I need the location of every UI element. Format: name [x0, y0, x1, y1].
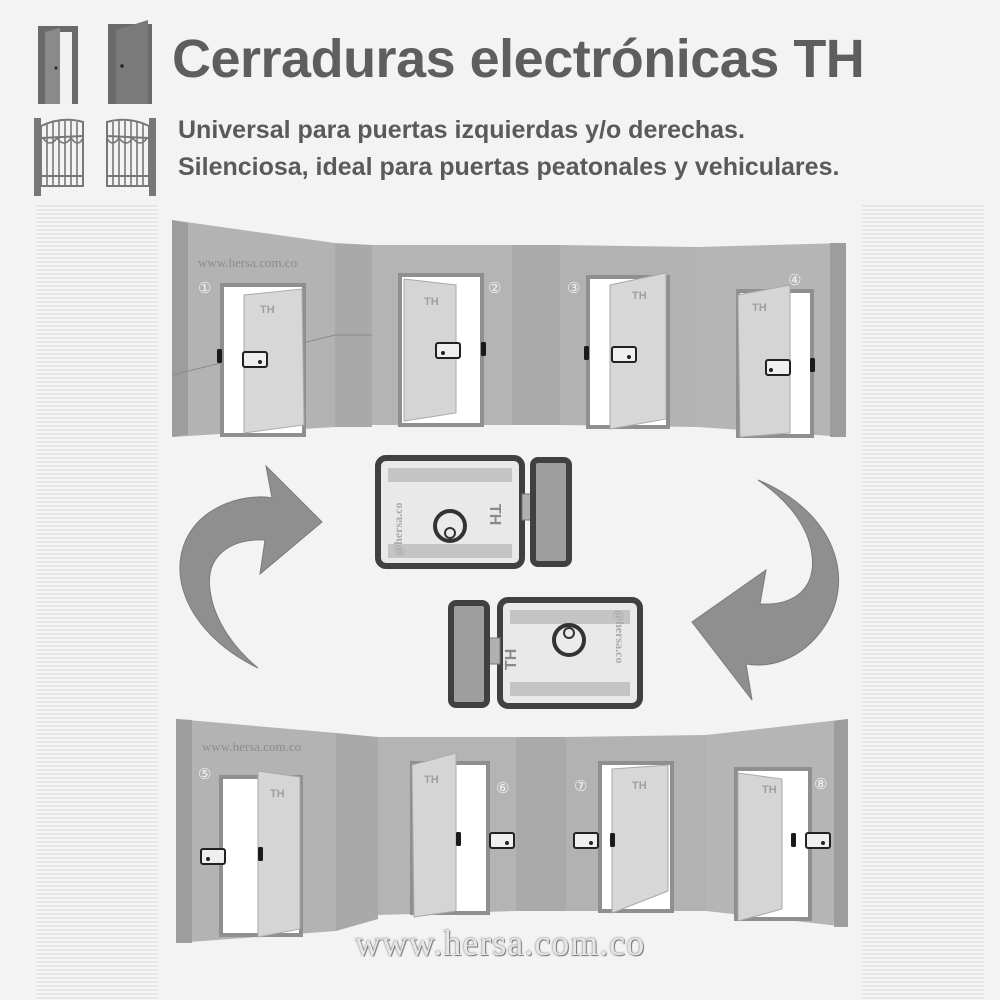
lock-keyhole — [563, 627, 575, 639]
electric-lock — [489, 832, 515, 849]
door-configurations-bottom: www.hersa.com.co TH ⑤ TH ⑥ TH ⑦ — [176, 719, 848, 943]
scene-watermark: www.hersa.com.co — [202, 739, 301, 754]
door-scene-2: TH ② — [398, 273, 501, 427]
lock-keeper — [530, 457, 572, 567]
footer-url: www.hersa.com.co — [354, 923, 646, 963]
lock-cylinder — [552, 623, 586, 657]
electric-lock — [200, 848, 226, 865]
wall-edge — [834, 719, 848, 927]
wall-edge — [830, 243, 846, 437]
strike-plate — [791, 833, 796, 847]
lock-brand-label: TH — [752, 302, 767, 314]
electric-lock — [611, 346, 637, 363]
panel-number: ⑥ — [496, 780, 509, 797]
lock-keyhole — [505, 841, 509, 845]
door-right-icon — [108, 20, 152, 104]
panel-number: ④ — [788, 272, 801, 289]
lock-brand-label: TH — [270, 788, 285, 800]
scene-watermark: www.hersa.com.co — [198, 255, 297, 270]
door-frame — [598, 761, 674, 913]
lock-keyhole — [441, 351, 445, 355]
door-leaf — [609, 272, 667, 430]
door-leaf — [611, 764, 669, 914]
door-leaf — [737, 772, 783, 922]
door-scene-7: TH ⑦ — [573, 761, 674, 914]
lock-brand-label: TH — [424, 774, 439, 786]
lock-site-label: @hersa.co — [613, 610, 627, 663]
lock-keyhole — [444, 527, 456, 539]
lock-brand-label: TH — [486, 504, 503, 525]
electric-lock — [435, 342, 461, 359]
gate-left-icon — [34, 118, 84, 196]
curved-arrow-right-icon — [691, 479, 840, 701]
lock-keyhole — [589, 841, 593, 845]
door-scene-3: TH ③ — [567, 272, 670, 430]
door-scene-5: TH ⑤ — [198, 766, 303, 938]
strike-plate — [610, 833, 615, 847]
door-scene-1: TH ① — [198, 280, 306, 437]
lock-keyhole — [821, 841, 825, 845]
strike-plate — [217, 349, 222, 363]
lock-band — [510, 682, 630, 696]
door-leaf — [411, 752, 457, 918]
panel-number: ① — [198, 280, 211, 297]
lock-brand-label: TH — [503, 649, 520, 670]
lock-cylinder — [433, 509, 467, 543]
strike-plate — [481, 342, 486, 356]
door-leaf — [403, 278, 457, 422]
lock-keyhole — [769, 368, 773, 372]
lock-brand-label: TH — [424, 296, 439, 308]
lock-bottom: TH @hersa.co — [448, 597, 643, 709]
subtitle-line-1: Universal para puertas izquierdas y/o de… — [178, 116, 745, 144]
panel-number: ⑦ — [574, 778, 587, 795]
wall-panel — [512, 245, 560, 425]
wall-panel — [516, 737, 566, 911]
strike-plate — [810, 358, 815, 372]
background-stripes-right — [862, 205, 984, 1000]
lock-keyhole — [258, 360, 262, 364]
background-stripes-left — [36, 205, 158, 1000]
lock-site-label: @hersa.co — [391, 503, 405, 556]
lock-keyhole — [627, 355, 631, 359]
electric-lock — [242, 351, 268, 368]
lock-brand-label: TH — [632, 290, 647, 302]
wall-edge — [176, 719, 192, 943]
lock-band — [388, 544, 512, 558]
strike-plate — [456, 832, 461, 846]
lock-band — [388, 468, 512, 482]
door-scene-4: TH ④ — [736, 272, 815, 438]
lock-brand-label: TH — [260, 304, 275, 316]
panel-number: ⑧ — [814, 776, 827, 793]
lock-reversibility-diagram: TH @hersa.co TH @hersa.co — [179, 455, 840, 709]
lock-keeper — [448, 600, 490, 708]
strike-plate — [258, 847, 263, 861]
panel-number: ⑤ — [198, 766, 211, 783]
lock-band — [510, 610, 630, 624]
curved-arrow-left-icon — [179, 464, 323, 669]
door-leaf — [243, 288, 305, 434]
door-configurations-top: www.hersa.com.co TH ① TH ② TH ③ — [171, 220, 846, 438]
panel-number: ② — [488, 280, 501, 297]
door-left-icon — [38, 26, 78, 104]
wall-panel — [336, 733, 378, 931]
page-title: Cerraduras electrónicas TH — [172, 29, 865, 89]
lock-top: TH @hersa.co — [375, 455, 572, 569]
panel-number: ③ — [567, 280, 580, 297]
lock-keyhole — [206, 857, 210, 861]
gate-right-icon — [106, 118, 156, 196]
strike-plate — [584, 346, 589, 360]
door-leaf — [257, 770, 301, 938]
electric-lock — [573, 832, 599, 849]
electric-lock — [805, 832, 831, 849]
lock-brand-label: TH — [762, 784, 777, 796]
door-scene-6: TH ⑥ — [410, 752, 515, 918]
subtitle-line-2: Silenciosa, ideal para puertas peatonale… — [178, 153, 840, 181]
door-scene-8: TH ⑧ — [734, 767, 831, 922]
lock-brand-label: TH — [632, 780, 647, 792]
electric-lock — [765, 359, 791, 376]
door-leaf — [737, 284, 791, 438]
wall-edge — [172, 220, 188, 437]
